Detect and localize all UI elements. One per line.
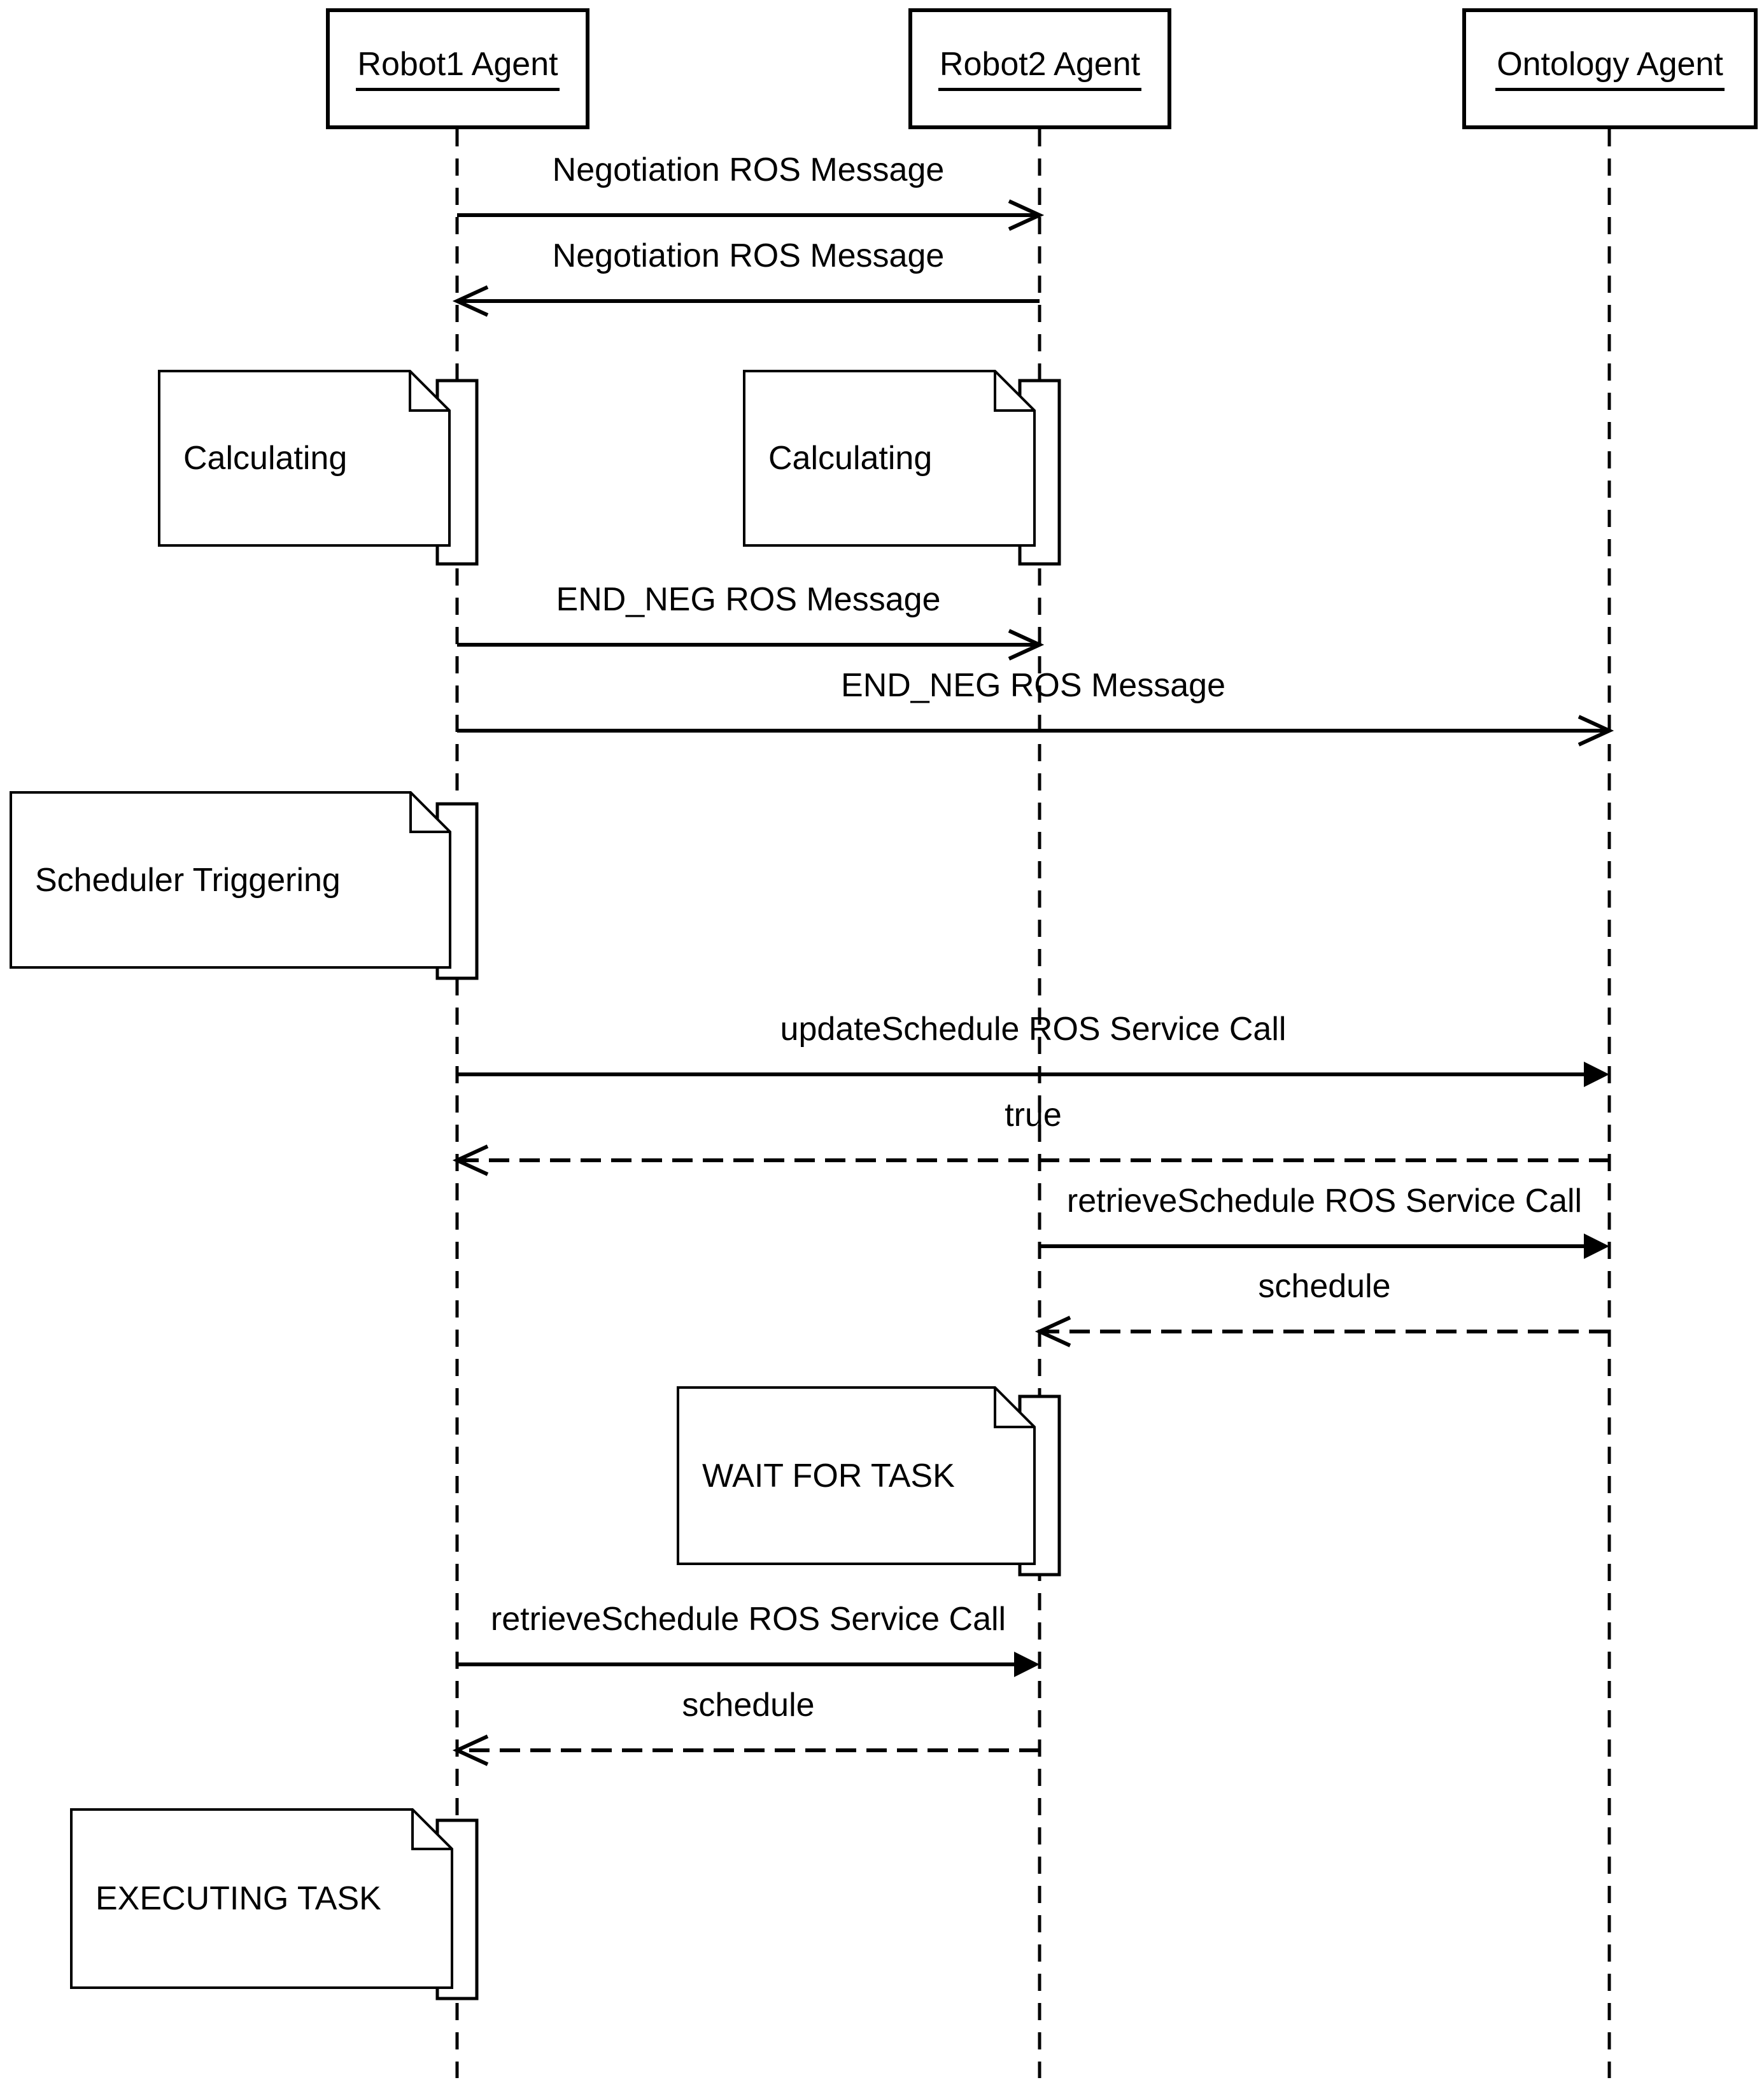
note-label-0-text: Calculating	[183, 440, 348, 477]
message-label-1-text: Negotiation ROS Message	[552, 237, 945, 275]
note-shape-0	[158, 370, 451, 547]
note-fold-icon	[994, 371, 1034, 412]
message-label-2-text: END_NEG ROS Message	[556, 581, 941, 619]
message-label-8: retrieveSchedule ROS Service Call	[491, 1601, 1006, 1639]
message-label-5: true	[1005, 1097, 1062, 1135]
message-arrowhead-open-0	[1008, 199, 1045, 231]
actor-box-ontology-text: Ontology Agent	[1495, 46, 1725, 92]
note-label-0: Calculating	[159, 371, 449, 545]
message-label-4: updateSchedule ROS Service Call	[780, 1011, 1287, 1049]
message-label-3: END_NEG ROS Message	[841, 667, 1225, 705]
message-arrowhead-open-5	[452, 1144, 489, 1176]
actor-box-robot2-text: Robot2 Agent	[938, 46, 1142, 92]
note-label-1-text: Calculating	[768, 440, 933, 477]
message-label-0: Negotiation ROS Message	[553, 151, 945, 190]
note-fold-icon	[409, 792, 450, 833]
note-fold-icon	[411, 1809, 452, 1850]
actor-box-robot1-text: Robot1 Agent	[356, 46, 560, 92]
note-label-1: Calculating	[744, 371, 1034, 545]
note-shape-4	[70, 1808, 453, 1989]
message-label-7-text: schedule	[1258, 1268, 1391, 1305]
message-arrowhead-filled-4	[1584, 1062, 1609, 1087]
note-label-3-text: WAIT FOR TASK	[702, 1457, 955, 1494]
message-label-9-text: schedule	[682, 1687, 815, 1724]
message-label-2: END_NEG ROS Message	[556, 581, 941, 619]
note-shape-3	[677, 1386, 1036, 1565]
message-label-3-text: END_NEG ROS Message	[841, 667, 1225, 705]
message-arrowhead-open-1	[452, 285, 489, 317]
actor-box-robot2: Robot2 Agent	[908, 8, 1171, 129]
message-arrowhead-filled-6	[1584, 1233, 1609, 1259]
message-label-4-text: updateSchedule ROS Service Call	[780, 1011, 1287, 1048]
note-shape-2	[10, 791, 451, 969]
message-label-5-text: true	[1005, 1097, 1062, 1134]
message-label-1: Negotiation ROS Message	[553, 237, 945, 276]
message-arrowhead-open-7	[1034, 1316, 1071, 1347]
note-shape-1	[743, 370, 1036, 547]
message-arrowhead-open-2	[1008, 629, 1045, 661]
actor-box-robot1: Robot1 Agent	[326, 8, 589, 129]
message-label-6-text: retrieveSchedule ROS Service Call	[1066, 1183, 1583, 1220]
message-label-6: retrieveSchedule ROS Service Call	[1067, 1183, 1582, 1221]
message-arrowhead-open-3	[1577, 715, 1614, 747]
actor-box-ontology: Ontology Agent	[1462, 8, 1758, 129]
message-label-9: schedule	[682, 1687, 814, 1725]
note-label-4: EXECUTING TASK	[71, 1809, 452, 1988]
message-arrowhead-filled-8	[1014, 1652, 1040, 1677]
note-label-4-text: EXECUTING TASK	[95, 1880, 381, 1917]
note-fold-icon	[994, 1388, 1034, 1428]
note-label-2-text: Scheduler Triggering	[35, 861, 341, 899]
note-label-3: WAIT FOR TASK	[678, 1388, 1034, 1564]
note-fold-icon	[409, 371, 449, 412]
message-label-8-text: retrieveSchedule ROS Service Call	[490, 1601, 1006, 1638]
message-label-7: schedule	[1258, 1268, 1390, 1306]
message-label-0-text: Negotiation ROS Message	[552, 151, 945, 189]
note-label-2: Scheduler Triggering	[11, 792, 450, 967]
message-arrowhead-open-9	[452, 1734, 489, 1766]
